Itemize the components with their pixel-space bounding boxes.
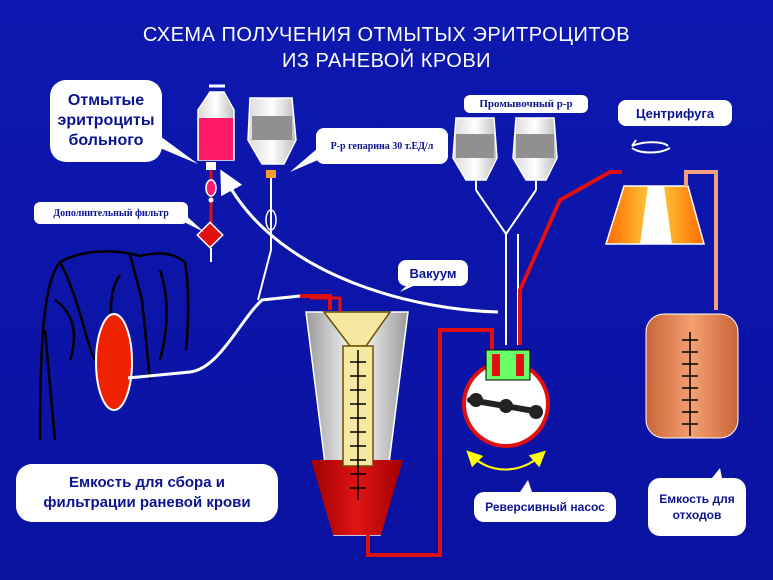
label-vacuum: Вакуум	[398, 260, 468, 286]
washed-rbc-bag	[197, 84, 235, 262]
waste-container-graphic	[645, 313, 739, 439]
title-line-1: СХЕМА ПОЛУЧЕНИЯ ОТМЫТЫХ ЭРИТРОЦИТОВ	[142, 24, 631, 46]
tube-to-waste	[684, 170, 718, 310]
vacuum-tube	[310, 296, 342, 312]
label-washed-rbc: Отмытые эритроциты больного	[50, 80, 162, 162]
label-extra-filter: Дополнительный фильтр	[34, 202, 188, 224]
label-heparin: Р-р гепарина 30 т.ЕД/л	[316, 128, 448, 164]
tube-wound-to-container	[127, 294, 301, 380]
collection-container-graphic	[305, 311, 409, 536]
return-to-bag-arrow	[220, 169, 499, 314]
reversible-pump-graphic	[462, 349, 550, 471]
extra-filter-icon	[196, 221, 224, 249]
tube-heparin	[257, 249, 272, 301]
patient-torso	[38, 250, 190, 441]
heparin-bag	[247, 97, 297, 250]
label-waste-container: Емкость для отходов	[648, 478, 746, 536]
label-reversible-pump: Реверсивный насос	[474, 492, 616, 522]
label-collection-container: Емкость для сбора и фильтрации раневой к…	[16, 464, 278, 522]
wash-solution-bags	[452, 117, 558, 345]
label-wash-solution: Промывочный р-р	[464, 95, 588, 113]
wound-drain-reservoir	[95, 313, 133, 411]
pointer-washed-rbc	[160, 136, 198, 164]
pointer-pump	[520, 480, 532, 492]
centrifuge-graphic	[604, 139, 705, 245]
title-line-2: ИЗ РАНЕВОЙ КРОВИ	[281, 50, 492, 72]
pointer-heparin	[290, 148, 318, 172]
label-centrifuge: Центрифуга	[618, 100, 732, 126]
red-tubing	[300, 170, 622, 557]
pointer-waste	[712, 468, 722, 478]
